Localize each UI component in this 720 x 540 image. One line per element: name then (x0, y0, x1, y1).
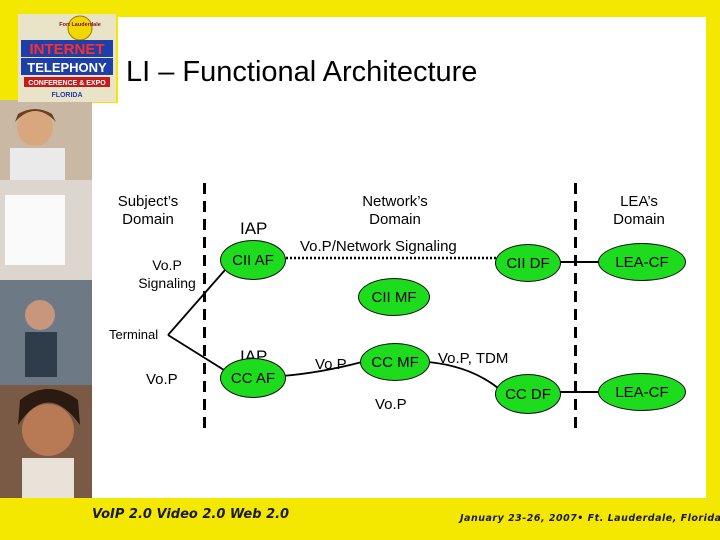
cii-af-node: CII AF (220, 240, 286, 280)
cc-mf-node: CC MF (360, 343, 430, 381)
logo-top-text: Fort Lauderdale (59, 22, 101, 28)
footer-tagline: VoIP 2.0 Video 2.0 Web 2.0 (92, 507, 290, 522)
network-domain-label: Network’s Domain (362, 193, 428, 228)
vop-under-cc-mf-label: Vo.P (375, 396, 407, 413)
vop-tdm-label: Vo.P, TDM (438, 350, 509, 367)
iap-top-label: IAP (240, 219, 268, 238)
lea-cf-bottom-node: LEA-CF (598, 373, 686, 411)
photo-strip (0, 100, 92, 498)
cc-af-to-cc-mf-line (281, 361, 363, 377)
terminal-to-cii-af-line (167, 261, 233, 336)
vop-signaling-label: Vo.P Signaling (132, 256, 202, 292)
logo-telephony: TELEPHONY (27, 60, 107, 75)
cc-af-node: CC AF (220, 358, 286, 398)
cii-mf-node: CII MF (358, 278, 430, 316)
logo-florida: FLORIDA (51, 92, 82, 99)
vop-network-signaling-label: Vo.P/Network Signaling (300, 238, 457, 255)
vop-cc-left-label: Vo.P (315, 356, 347, 373)
title-area (118, 17, 706, 103)
lea-cf-top-node: LEA-CF (598, 243, 686, 281)
vop-signaling-text: Vo.P Signaling (138, 257, 196, 291)
conference-logo: Fort Lauderdale INTERNET TELEPHONY CONFE… (18, 14, 116, 102)
cii-df-node: CII DF (495, 244, 561, 282)
subject-network-divider (203, 183, 206, 428)
footer-date-location: January 23-26, 2007• Ft. Lauderdale, Flo… (460, 513, 720, 524)
cc-mf-to-cc-df-line (427, 361, 499, 389)
logo-internet: INTERNET (30, 41, 105, 58)
terminal-to-cc-af-line (167, 334, 233, 376)
slide-title: LI – Functional Architecture (126, 56, 478, 88)
cc-df-node: CC DF (495, 374, 561, 414)
terminal-label: Terminal (108, 326, 160, 344)
logo-conference: CONFERENCE & EXPO (28, 80, 106, 87)
lea-domain-label: LEA’s Domain (613, 193, 665, 228)
terminal-vop-label: Vo.P (146, 371, 178, 388)
subject-domain-label: Subject’s Domain (117, 193, 179, 228)
network-lea-divider (574, 183, 577, 428)
